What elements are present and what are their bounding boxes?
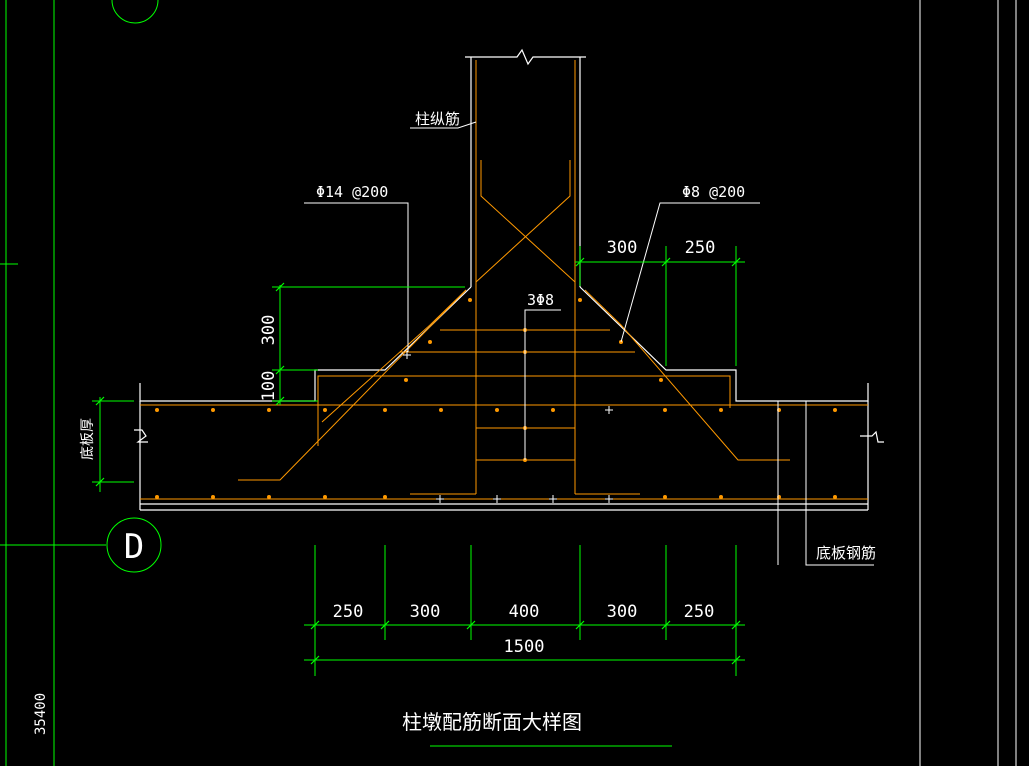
dim-bottom-1: 250 <box>333 602 364 622</box>
grid-axis-label: D <box>124 527 144 567</box>
dim-bottom-4: 300 <box>607 602 638 622</box>
slab-thickness-label: 底板厚 <box>80 418 96 460</box>
dim-bottom-2: 300 <box>410 602 441 622</box>
side-dimension: 35400 <box>33 693 49 735</box>
dim-left-2: 100 <box>259 371 279 402</box>
crosshair-marks <box>403 351 613 503</box>
leader-lines <box>304 121 874 566</box>
dim-total: 1500 <box>504 637 545 657</box>
rebar-left-label: Φ14 @200 <box>316 183 388 201</box>
dim-left-1: 300 <box>259 315 279 346</box>
dim-bottom-5: 250 <box>684 602 715 622</box>
grid-bubble-top <box>111 0 159 24</box>
drawing-title: 柱墩配筋断面大样图 <box>402 710 582 734</box>
dim-bottom-3: 400 <box>509 602 540 622</box>
rebar-lines <box>140 60 868 500</box>
rebar-right-label: Φ8 @200 <box>682 183 745 201</box>
dim-top-right-2: 250 <box>685 238 716 258</box>
grid-bubble-d <box>106 517 162 573</box>
dim-top-right-1: 300 <box>607 238 638 258</box>
rebar-dots <box>155 298 837 499</box>
slab-rebar-label: 底板钢筋 <box>816 544 876 562</box>
stirrup-bars-label: 3Φ8 <box>527 291 554 309</box>
dimension-ticks <box>95 257 741 665</box>
column-rebar-label: 柱纵筋 <box>415 110 460 128</box>
concrete-outline <box>134 48 884 511</box>
dimension-lines <box>92 246 745 747</box>
